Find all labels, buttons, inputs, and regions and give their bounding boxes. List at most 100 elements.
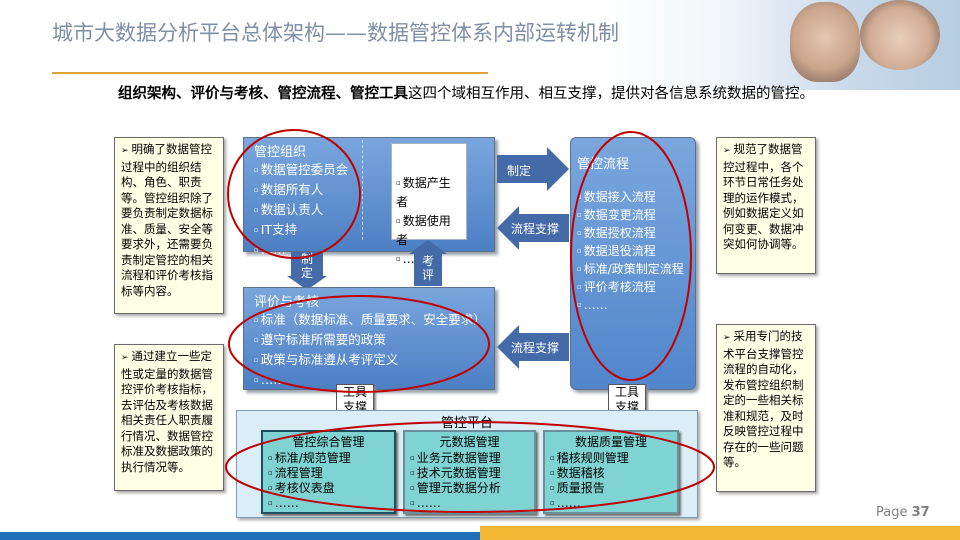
square-bullet-icon: ▫: [550, 499, 555, 507]
square-bullet-icon: ▫: [268, 454, 273, 462]
module-item: ▫……: [550, 496, 581, 510]
arrow-left-support-1: [497, 206, 569, 250]
note-bullet-icon: ➢: [723, 146, 731, 156]
square-bullet-icon: ▫: [410, 469, 415, 477]
module-item: ▫质量报告: [550, 481, 605, 495]
footer-bar-blue: [0, 532, 480, 540]
process-item: ▫评价考核流程: [577, 280, 656, 294]
square-bullet-icon: ▫: [254, 226, 259, 234]
square-bullet-icon: ▫: [254, 246, 259, 254]
arrow-down-define: [287, 252, 327, 290]
square-bullet-icon: ▫: [577, 229, 582, 237]
eval-item: ▫遵守标准所需要的政策: [254, 332, 386, 347]
process-box: 管控流程 ▫数据接入流程 ▫数据变更流程 ▫数据授权流程 ▫数据退役流程 ▫标准…: [570, 137, 696, 390]
square-bullet-icon: ▫: [254, 316, 259, 324]
note-bullet-icon: ➢: [121, 353, 129, 363]
org-roles-box: ▫数据产生者 ▫数据使用者 ▫………: [391, 143, 467, 266]
arrow-define-label: 制定: [300, 252, 313, 280]
square-bullet-icon: ▫: [550, 454, 555, 462]
module-item: ▫标准/规范管理: [268, 451, 351, 465]
module-title: 管控综合管理: [292, 435, 365, 449]
square-bullet-icon: ▫: [577, 193, 582, 201]
square-bullet-icon: ▫: [410, 499, 415, 507]
square-bullet-icon: ▫: [268, 499, 273, 507]
arrow-left-support-2: [497, 325, 569, 369]
process-item: ▫数据接入流程: [577, 190, 656, 204]
eval-item: ▫政策与标准遵从考评定义: [254, 352, 399, 367]
square-bullet-icon: ▫: [550, 469, 555, 477]
header-photo-person-right: [860, 0, 940, 70]
header-photo-person-left: [790, 2, 860, 82]
intro-text: 组织架构、评价与考核、管控流程、管控工具这四个域相互作用、相互支撑，提供对各信息…: [118, 83, 838, 105]
module-item: ▫……: [410, 496, 441, 510]
note-process: ➢规范了数据管控过程中，各个环节日常任务处理的运作模式，例如数据定义如何变更、数…: [716, 137, 816, 274]
title-underline: [52, 72, 488, 74]
process-item: ▫数据变更流程: [577, 208, 656, 222]
square-bullet-icon: ▫: [577, 211, 582, 219]
module-item: ▫技术元数据管理: [410, 466, 501, 480]
square-bullet-icon: ▫: [577, 247, 582, 255]
square-bullet-icon: ▫: [254, 206, 259, 214]
square-bullet-icon: ▫: [254, 356, 259, 364]
eval-item: ▫标准（数据标准、质量要求、安全要求）: [254, 312, 486, 327]
org-role: ▫数据产生者: [396, 176, 451, 209]
square-bullet-icon: ▫: [577, 283, 582, 291]
note-eval-text: 通过建立一些定性或定量的数据管控评价考核指标，去评估及考核数据相关责任人职责履行…: [121, 349, 213, 474]
arrow-define-h-label: 制定: [506, 164, 531, 178]
square-bullet-icon: ▫: [396, 255, 401, 263]
note-org-text: 明确了数据管控过程中的组织结构、角色、职责等。管控组织除了要负责制定数据标准、质…: [121, 142, 213, 298]
square-bullet-icon: ▫: [254, 336, 259, 344]
square-bullet-icon: ▫: [410, 484, 415, 492]
intro-bold: 组织架构、评价与考核、管控流程、管控工具: [118, 86, 408, 102]
footer-bar-orange: [480, 526, 960, 540]
process-item: ▫……: [577, 298, 608, 312]
arrow-support-1-label: 流程支撑: [510, 222, 559, 236]
module-item: ▫考核仪表盘: [268, 481, 335, 495]
note-platform-text: 采用专门的技术平台支撑管控流程的自动化，发布管控组织制定的一些相关标准和规范，及…: [723, 329, 804, 469]
org-role: ▫数据使用者: [396, 214, 451, 247]
square-bullet-icon: ▫: [577, 265, 582, 273]
module-metadata: 元数据管理 ▫业务元数据管理 ▫技术元数据管理 ▫管理元数据分析 ▫……: [403, 430, 536, 514]
eval-title: 评价与考核: [254, 295, 320, 310]
square-bullet-icon: ▫: [550, 484, 555, 492]
note-bullet-icon: ➢: [723, 333, 731, 343]
module-item: ▫稽核规则管理: [550, 451, 629, 465]
square-bullet-icon: ▫: [396, 179, 401, 187]
square-bullet-icon: ▫: [254, 186, 259, 194]
square-bullet-icon: ▫: [254, 166, 259, 174]
square-bullet-icon: ▫: [268, 469, 273, 477]
module-item: ▫……: [268, 496, 299, 510]
note-org: ➢明确了数据管控过程中的组织结构、角色、职责等。管控组织除了要负责制定数据标准、…: [114, 137, 224, 314]
module-item: ▫数据稽核: [550, 466, 605, 480]
note-platform: ➢采用专门的技术平台支撑管控流程的自动化，发布管控组织制定的一些相关标准和规范，…: [716, 324, 816, 492]
note-eval: ➢通过建立一些定性或定量的数据管控评价考核指标，去评估及考核数据相关责任人职责履…: [114, 344, 224, 491]
arrow-up-assess: [409, 240, 447, 286]
page-title: 城市大数据分析平台总体架构——数据管控体系内部运转机制: [52, 21, 619, 45]
note-bullet-icon: ➢: [121, 146, 129, 156]
module-title: 元数据管理: [439, 435, 500, 449]
process-title: 管控流程: [577, 157, 630, 172]
page-number: Page 37: [876, 505, 930, 520]
process-item: ▫数据授权流程: [577, 226, 656, 240]
module-title: 数据质量管理: [574, 435, 647, 449]
platform-title: 管控平台: [440, 416, 493, 431]
arrow-right-define: [497, 147, 569, 191]
note-process-text: 规范了数据管控过程中，各个环节日常任务处理的运作模式，例如数据定义如何变更、数据…: [723, 142, 804, 251]
process-item: ▫标准/政策制定流程: [577, 262, 684, 276]
process-list: ▫数据接入流程 ▫数据变更流程 ▫数据授权流程 ▫数据退役流程 ▫标准/政策制定…: [571, 188, 695, 314]
square-bullet-icon: ▫: [410, 454, 415, 462]
intro-rest: 这四个域相互作用、相互支撑，提供对各信息系统数据的管控。: [408, 86, 814, 102]
square-bullet-icon: ▫: [268, 484, 273, 492]
module-item: ▫业务元数据管理: [410, 451, 501, 465]
square-bullet-icon: ▫: [577, 301, 582, 309]
org-divider: [362, 140, 363, 240]
process-item: ▫数据退役流程: [577, 244, 656, 258]
eval-box: 评价与考核 ▫标准（数据标准、质量要求、安全要求） ▫遵守标准所需要的政策 ▫政…: [243, 287, 495, 390]
module-item: ▫流程管理: [268, 466, 323, 480]
module-general: 管控综合管理 ▫标准/规范管理 ▫流程管理 ▫考核仪表盘 ▫……: [261, 430, 396, 514]
module-item: ▫管理元数据分析: [410, 481, 501, 495]
square-bullet-icon: ▫: [396, 217, 401, 225]
square-bullet-icon: ▫: [254, 376, 259, 384]
arrow-assess-label: 考评: [421, 254, 434, 282]
module-quality: 数据质量管理 ▫稽核规则管理 ▫数据稽核 ▫质量报告 ▫……: [543, 430, 679, 514]
